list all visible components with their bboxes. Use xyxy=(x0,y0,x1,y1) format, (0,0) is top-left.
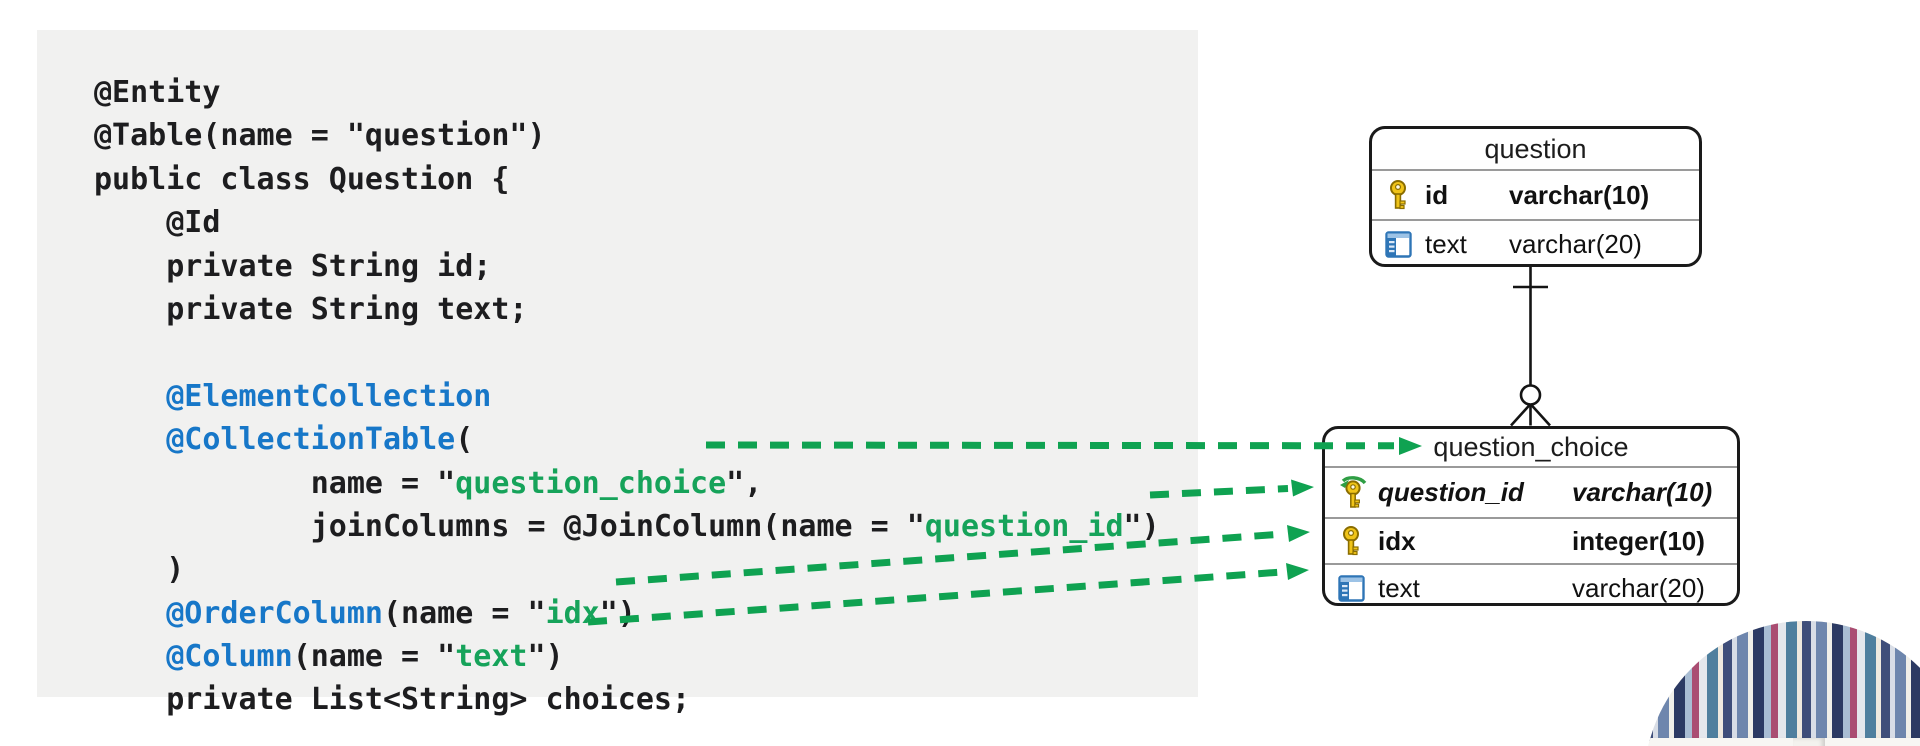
code-token-plain: ) xyxy=(94,552,185,588)
code-line: public class Question { xyxy=(94,158,1160,201)
er-table-question-choice: question_choice question_id varchar(10) id… xyxy=(1322,426,1740,606)
code-line: ) xyxy=(94,548,1160,591)
code-token-plain: ") xyxy=(527,639,564,675)
code-token-annotation: @CollectionTable xyxy=(166,422,456,458)
code-token-string: question_choice xyxy=(455,465,727,501)
primary-key-icon xyxy=(1390,180,1406,210)
code-token-plain: ", xyxy=(726,465,763,501)
code-line: joinColumns = @JoinColumn(name = "questi… xyxy=(94,505,1160,548)
code-token-plain: private List<String> choices; xyxy=(94,682,691,718)
code-line: private String id; xyxy=(94,245,1160,288)
code-token-annotation: @Column xyxy=(166,639,293,675)
code-token-string: idx xyxy=(545,595,600,631)
code-line xyxy=(94,331,1160,374)
code-line: @Column(name = "text") xyxy=(94,635,1160,678)
er-table-question: question id varchar(10) text varchar(20) xyxy=(1369,126,1702,267)
code-token-plain: ") xyxy=(599,595,636,631)
code-token-plain xyxy=(94,596,166,631)
table-row-id: id varchar(10) xyxy=(1372,169,1699,219)
code-token-plain xyxy=(94,639,166,674)
column-name: text xyxy=(1378,572,1420,603)
code-line: @Id xyxy=(94,201,1160,244)
column-type: integer(10) xyxy=(1572,525,1705,556)
arrowhead-icon xyxy=(1291,479,1314,497)
code-token-plain: (name = " xyxy=(383,595,546,631)
code-line: name = "question_choice", xyxy=(94,462,1160,505)
java-entity-code: @Entity @Table(name = "question") public c… xyxy=(94,71,1160,722)
code-token-plain: @Table(name = "question") xyxy=(94,118,546,154)
bookshelf-divider xyxy=(1793,737,1826,746)
cardinality-zero-circle xyxy=(1519,384,1542,406)
foreign-key-icon xyxy=(1340,475,1367,508)
code-token-plain: private String text; xyxy=(94,291,528,327)
presenter-webcam-overlay xyxy=(1644,621,1920,746)
code-token-plain: name = " xyxy=(94,465,456,501)
code-token-plain: ( xyxy=(455,422,474,458)
code-token-plain xyxy=(94,379,166,414)
column-icon xyxy=(1385,231,1412,258)
code-line: @ElementCollection xyxy=(94,375,1160,418)
bookshelf-top-row xyxy=(1644,621,1920,741)
table-row-text: text varchar(20) xyxy=(1325,563,1737,603)
column-type: varchar(10) xyxy=(1572,477,1713,507)
code-panel: @Entity @Table(name = "question") public c… xyxy=(37,30,1198,717)
code-line: @Table(name = "question") xyxy=(94,114,1160,157)
column-type: varchar(10) xyxy=(1509,179,1650,210)
code-token-plain: private String id; xyxy=(94,248,492,284)
column-name: id xyxy=(1425,179,1449,210)
code-token-plain: (name = " xyxy=(292,639,456,675)
code-token-plain xyxy=(94,422,166,457)
code-token-plain: @Id xyxy=(94,205,221,241)
code-line: private String text; xyxy=(94,288,1160,331)
table-row-question_id: question_id varchar(10) xyxy=(1325,466,1737,517)
table-row-text: text varchar(20) xyxy=(1372,219,1699,264)
code-line: @OrderColumn(name = "idx") xyxy=(94,592,1160,635)
table-title-question-choice: question_choice xyxy=(1433,432,1629,462)
code-token-plain: @Entity xyxy=(94,75,221,110)
primary-key-icon xyxy=(1343,526,1359,556)
code-token-plain: ") xyxy=(1123,508,1160,544)
table-row-idx: idx integer(10) xyxy=(1325,517,1737,563)
code-token-annotation: @ElementCollection xyxy=(166,378,492,414)
code-line: @CollectionTable( xyxy=(94,418,1160,461)
arrowhead-icon xyxy=(1287,525,1310,542)
code-token-string: question_id xyxy=(924,508,1124,544)
code-line: @Entity xyxy=(94,71,1160,114)
column-type: varchar(20) xyxy=(1509,229,1642,259)
column-name: idx xyxy=(1378,525,1416,556)
arrowhead-icon xyxy=(1286,563,1309,580)
column-name: question_id xyxy=(1378,477,1524,507)
code-token-annotation: @OrderColumn xyxy=(166,595,383,631)
code-token-string: text xyxy=(455,639,528,675)
bookshelf-board xyxy=(1644,737,1920,746)
crow-foot-icon xyxy=(1510,403,1551,427)
column-icon xyxy=(1338,574,1365,602)
table-title-question: question xyxy=(1484,133,1587,164)
code-token-plain: public class Question { xyxy=(94,161,510,197)
code-line: private List<String> choices; xyxy=(94,678,1160,721)
column-type: varchar(20) xyxy=(1572,572,1705,603)
code-token-plain: joinColumns = @JoinColumn(name = " xyxy=(94,508,925,544)
column-name: text xyxy=(1425,229,1467,259)
